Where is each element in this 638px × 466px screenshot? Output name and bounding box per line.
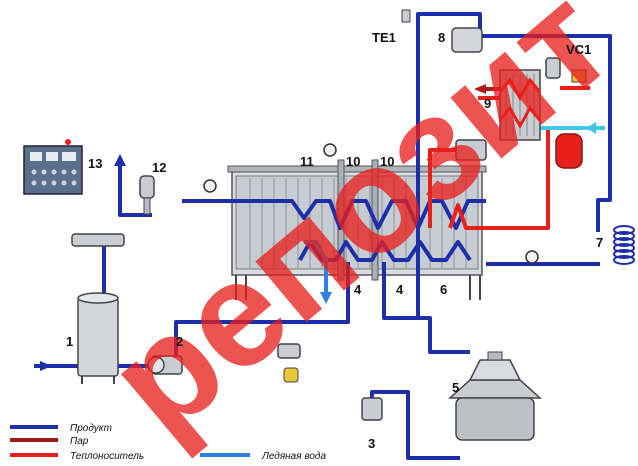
watermark: репозит: [77, 0, 638, 466]
legend-product: Продукт: [70, 423, 112, 434]
label-te1: TE1: [372, 30, 396, 45]
label-7: 7: [596, 235, 603, 250]
label-11: 11: [300, 154, 314, 169]
label-4a: 4: [354, 282, 362, 297]
product-inlet-arrow: [40, 361, 52, 371]
label-3: 3: [368, 436, 375, 451]
label-10b: 10: [380, 154, 394, 169]
label-1: 1: [66, 334, 73, 349]
label-8: 8: [438, 30, 445, 45]
label-10a: 10: [346, 154, 360, 169]
label-13: 13: [88, 156, 102, 171]
label-vc1: VC1: [566, 42, 591, 57]
product-outlet-arrow: [114, 154, 126, 166]
flow-diversion-valve: [140, 176, 154, 214]
label-9: 9: [484, 96, 491, 111]
temperature-sensor: [402, 10, 410, 22]
centrifugal-separator: [450, 352, 540, 440]
label-6: 6: [440, 282, 447, 297]
label-5: 5: [452, 380, 459, 395]
holding-coil: [614, 226, 634, 264]
label-12: 12: [152, 160, 166, 175]
label-2: 2: [176, 334, 183, 349]
booster-pump: [362, 398, 382, 420]
svg-text:репозит: репозит: [77, 0, 638, 466]
label-4b: 4: [396, 282, 404, 297]
flow-regulator: [72, 234, 124, 246]
legend-ice-water: Ледяная вода: [261, 451, 326, 462]
legend-steam: Пар: [70, 436, 89, 447]
control-panel: [24, 139, 82, 194]
legend-heat-carrier: Теплоноситель: [70, 451, 144, 462]
